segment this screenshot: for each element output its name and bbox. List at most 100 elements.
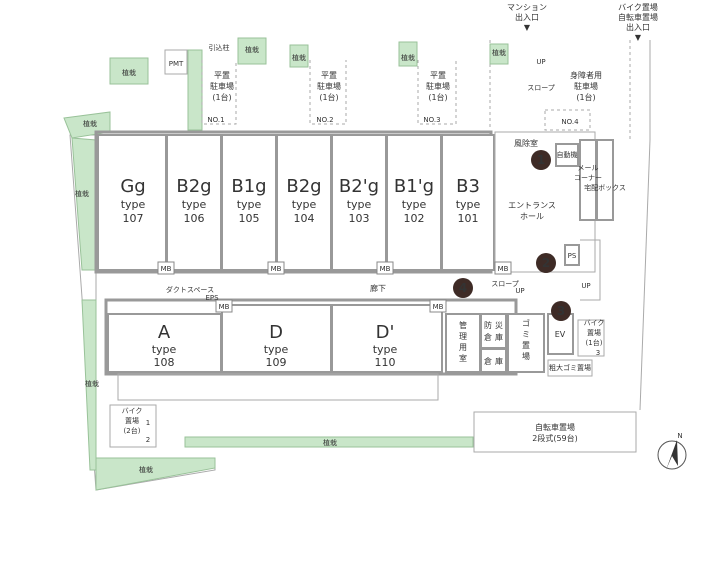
- planting-label: 植栽: [401, 53, 415, 62]
- planting-label: 植栽: [139, 465, 153, 474]
- disaster-storage-label: 防 災 倉 庫: [484, 320, 503, 342]
- svg-text:倉: 倉: [484, 356, 492, 366]
- svg-text:(1台): (1台): [428, 92, 447, 102]
- svg-text:出入口: 出入口: [515, 12, 539, 22]
- svg-text:type: type: [402, 198, 427, 211]
- planting-label: 植栽: [83, 119, 97, 128]
- svg-text:▼: ▼: [524, 23, 531, 32]
- mb-label: MB: [498, 265, 509, 273]
- svg-text:理: 理: [459, 332, 467, 341]
- svg-text:3: 3: [557, 304, 565, 318]
- mb-box: [267, 261, 285, 275]
- svg-text:自転車置場: 自転車置場: [535, 422, 575, 432]
- svg-text:4: 4: [459, 281, 467, 295]
- svg-text:102: 102: [404, 212, 425, 225]
- garbage-room-label: ゴ ミ 置 場: [522, 318, 530, 361]
- unit-108-room: [107, 313, 222, 373]
- svg-text:出入口: 出入口: [626, 22, 650, 32]
- entrance-hall-label: エントランス: [508, 201, 556, 210]
- svg-text:type: type: [152, 343, 177, 356]
- elevator-label: EV: [555, 330, 566, 339]
- svg-text:NO.3: NO.3: [423, 116, 440, 124]
- duct-space-label: ダクトスペース: [166, 285, 214, 294]
- unit-104: B2g type 104: [286, 176, 321, 225]
- unit-102: B1'g type 102: [394, 176, 434, 225]
- svg-text:平置: 平置: [321, 71, 337, 80]
- parking-no3: 平置 駐車場 (1台) NO.3: [423, 71, 450, 124]
- svg-text:B1g: B1g: [231, 176, 266, 197]
- svg-text:平置: 平置: [214, 71, 230, 80]
- svg-text:倉: 倉: [484, 332, 492, 342]
- ps-box: [564, 244, 580, 266]
- svg-text:災: 災: [495, 321, 503, 330]
- disaster-storage: [480, 313, 507, 349]
- unit-105: B1g type 105: [231, 176, 266, 225]
- upper-units: [97, 134, 495, 271]
- planting-label: 植栽: [75, 189, 89, 198]
- pmt-box: [164, 49, 188, 75]
- planting-label: 植栽: [85, 379, 99, 388]
- garbage-room: [507, 313, 545, 373]
- marker-2: 2: [536, 253, 556, 273]
- svg-text:1: 1: [146, 419, 150, 427]
- svg-text:103: 103: [349, 212, 370, 225]
- svg-text:(1台): (1台): [212, 92, 231, 102]
- planting-area: [95, 457, 216, 491]
- svg-text:106: 106: [184, 212, 205, 225]
- bike-parking-right-label: バイク 置場 (1台) 3: [584, 319, 605, 357]
- planting-area: [184, 436, 474, 448]
- mb-box: [494, 261, 512, 275]
- svg-text:庫: 庫: [495, 356, 503, 366]
- mb-label: MB: [433, 303, 444, 311]
- parking-outline: [201, 60, 237, 125]
- unit-103: B2'g type 103: [339, 176, 379, 225]
- svg-text:109: 109: [266, 356, 287, 369]
- parking-no1: 平置 駐車場 (1台) NO.1: [207, 71, 234, 124]
- svg-text:ミ: ミ: [522, 330, 530, 339]
- svg-text:駐車場: 駐車場: [210, 81, 234, 91]
- planting-label: 植栽: [323, 438, 337, 447]
- svg-text:N: N: [677, 432, 682, 440]
- mail-label-2: コーナー: [574, 174, 602, 182]
- svg-text:室: 室: [459, 353, 467, 363]
- mb-label: MB: [271, 265, 282, 273]
- mb-box: [215, 299, 233, 313]
- planting-area: [398, 41, 418, 67]
- bicycle-parking: [473, 411, 637, 453]
- planting-label: 植栽: [245, 45, 259, 54]
- svg-text:平置: 平置: [430, 71, 446, 80]
- planting-label: 植栽: [292, 53, 306, 62]
- parking-outline: [417, 60, 457, 125]
- parking-outline: [309, 60, 347, 125]
- site-line-right-2: [639, 139, 651, 411]
- svg-text:用: 用: [459, 343, 467, 352]
- delivery-box: [596, 139, 614, 221]
- svg-text:B3: B3: [456, 176, 480, 197]
- svg-text:108: 108: [154, 356, 175, 369]
- svg-text:置場: 置場: [125, 416, 139, 425]
- bike-parking-left: [109, 404, 157, 448]
- svg-text:管: 管: [459, 320, 467, 330]
- north-compass-icon: N: [657, 432, 687, 470]
- planting-label: 植栽: [122, 68, 136, 77]
- svg-text:駐車場: 駐車場: [317, 81, 341, 91]
- unit-109: D type 109: [264, 322, 289, 369]
- bulky-garbage-area: [547, 359, 593, 377]
- windbreak-label: 風除室: [514, 138, 538, 148]
- svg-text:101: 101: [458, 212, 479, 225]
- svg-text:自転車置場: 自転車置場: [618, 12, 658, 22]
- eps-label: EPS: [205, 294, 219, 302]
- svg-text:B2g: B2g: [286, 176, 321, 197]
- mb-box: [429, 299, 447, 313]
- manager-room: [445, 313, 481, 373]
- svg-text:B2g: B2g: [176, 176, 211, 197]
- svg-text:(2台): (2台): [124, 426, 141, 435]
- svg-text:type: type: [237, 198, 262, 211]
- slope-label: スロープ: [527, 84, 555, 92]
- unit-106: B2g type 106: [176, 176, 211, 225]
- svg-text:ゴ: ゴ: [522, 318, 530, 328]
- mb-box: [157, 261, 175, 275]
- bike-parking-right: [577, 319, 605, 357]
- marker-3: 3: [551, 301, 571, 321]
